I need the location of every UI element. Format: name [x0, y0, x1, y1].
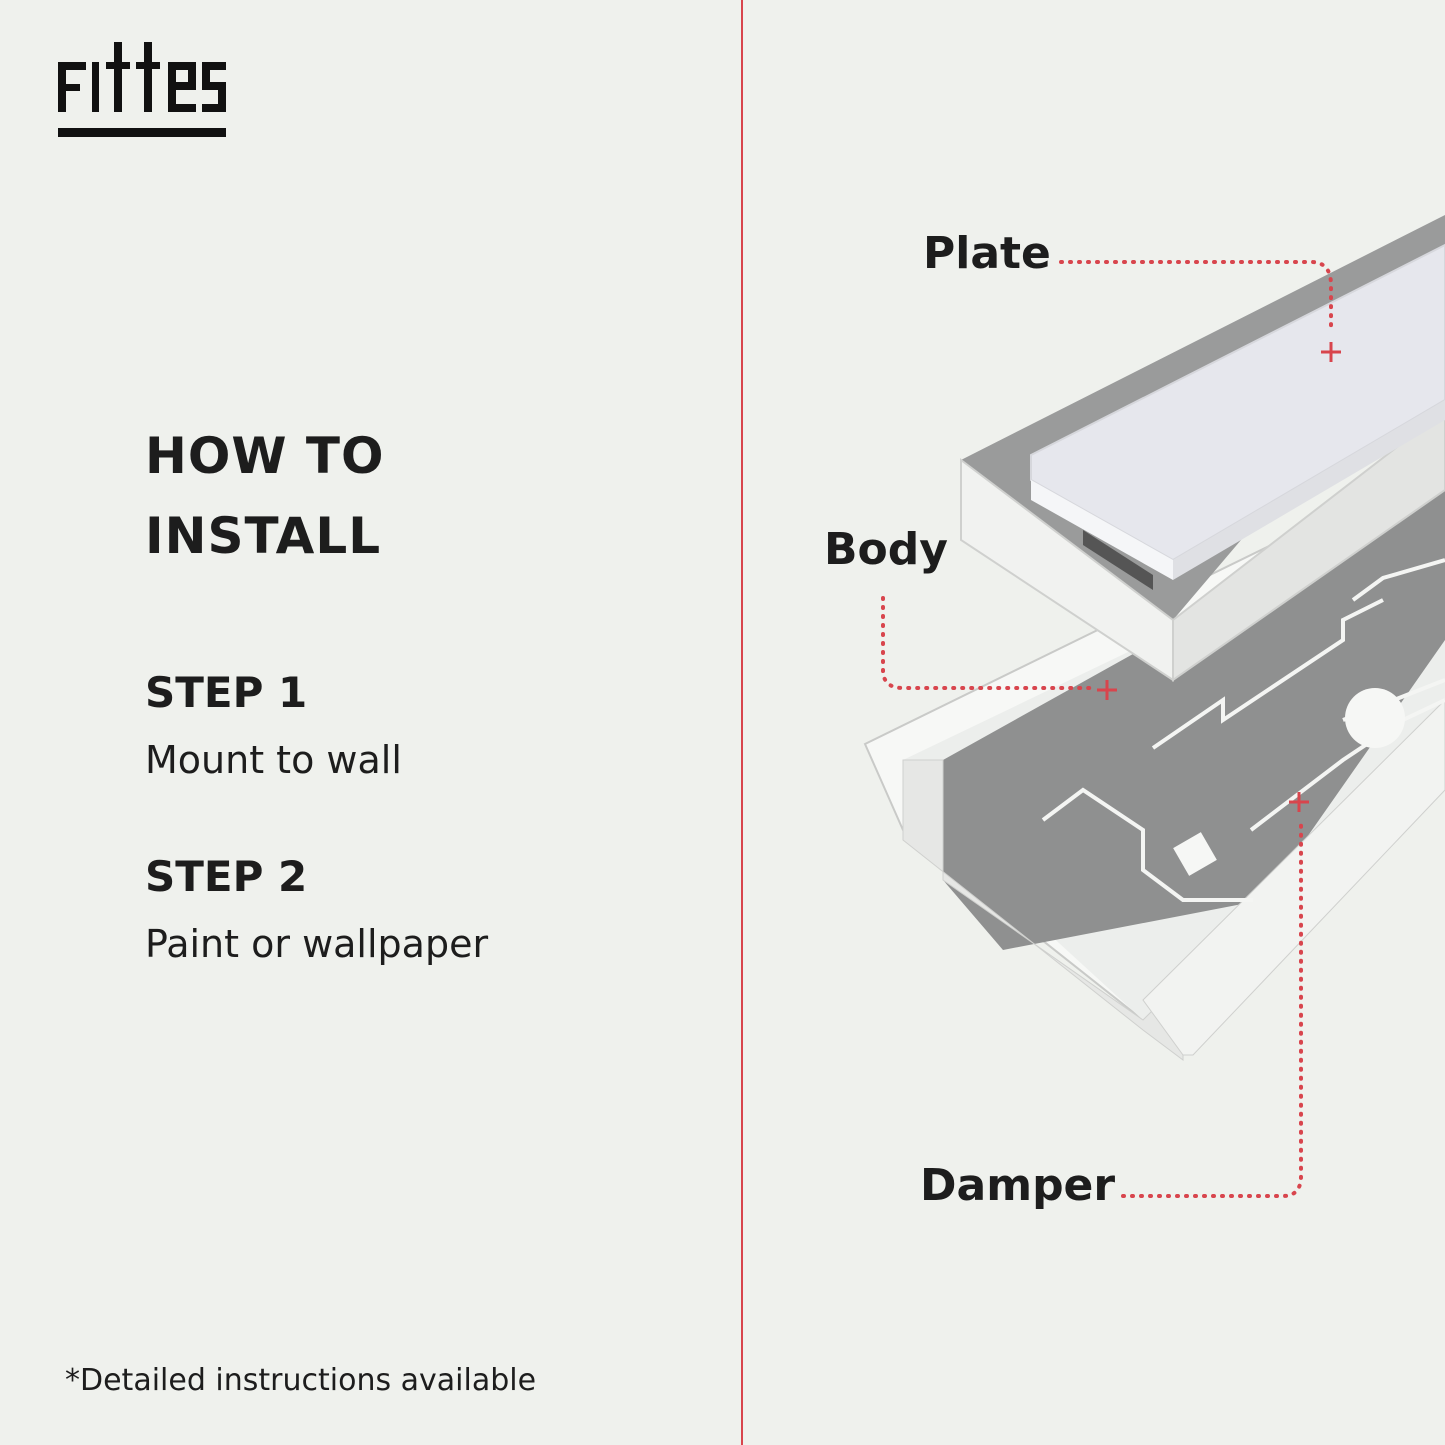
plate-label: Plate [923, 228, 1051, 279]
vent-exploded-illustration [863, 215, 1445, 1198]
title-line-2: INSTALL [145, 507, 382, 565]
body-label: Body [824, 524, 948, 575]
title-line-1: HOW TO [145, 427, 385, 485]
body-marker-icon [1097, 680, 1117, 700]
damper-slot [1173, 832, 1217, 876]
damper-callout-line [1121, 818, 1303, 1198]
step-1-title: STEP 1 [145, 668, 308, 717]
center-divider [741, 0, 743, 1445]
cover-plate [1030, 243, 1445, 580]
step-2-text: Paint or wallpaper [145, 922, 489, 966]
step-1-text: Mount to wall [145, 738, 402, 782]
damper-label: Damper [920, 1160, 1116, 1211]
damper-hole [1345, 688, 1405, 748]
plate-marker-icon [1321, 342, 1341, 362]
body-callout-line [881, 596, 1095, 690]
damper-marker-icon [1289, 792, 1309, 812]
page-title: HOW TO INSTALL [145, 416, 385, 576]
plate-assembly [960, 215, 1445, 682]
step-2-title: STEP 2 [145, 852, 308, 901]
footnote: *Detailed instructions available [65, 1363, 537, 1398]
fittes-logo [58, 42, 226, 137]
